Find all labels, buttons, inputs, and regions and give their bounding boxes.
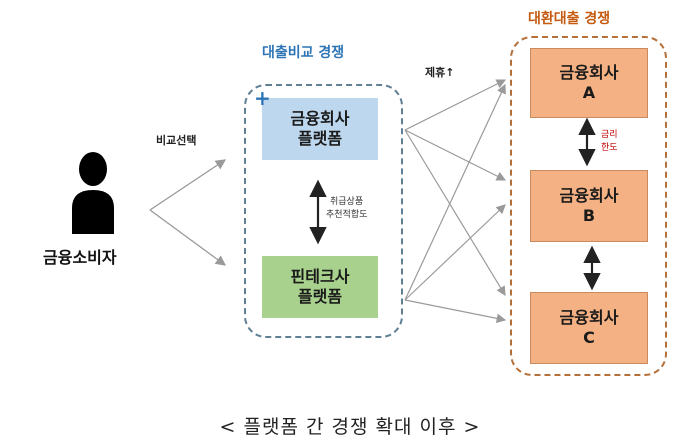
comparison-group-title: 대출비교 경쟁 (262, 45, 345, 61)
finance-platform-box: 금융회사 플랫폼 (262, 98, 378, 160)
company-a-line1: 금융회사 (559, 63, 619, 82)
arrow-consumer-to-fintech-platform (149, 209, 227, 266)
company-b-line1: 금융회사 (559, 186, 619, 205)
mid-arrow-note-line2: 추천적합도 (326, 210, 368, 220)
company-c-line2: C (583, 328, 595, 347)
finance-platform-line1: 금융회사 (290, 109, 350, 128)
person-icon (70, 150, 116, 234)
fintech-platform-line1: 핀테크사 (290, 267, 350, 286)
company-c-line1: 금융회사 (559, 308, 619, 327)
caption: < 플랫폼 간 경쟁 확대 이후 > (219, 416, 481, 438)
refinance-group-border (510, 36, 667, 376)
mid-arrow-note-line1: 취급상품 (330, 197, 364, 207)
compare-select-label: 비교선택 (156, 134, 197, 147)
platform-company-arrows (404, 79, 507, 324)
company-a-line2: A (582, 83, 596, 102)
fintech-platform-box: 핀테크사 플랫폼 (262, 256, 378, 318)
plus-icon: + (254, 86, 271, 110)
consumer-label: 금융소비자 (43, 248, 117, 267)
refinance-group-title: 대환대출 경쟁 (528, 11, 611, 27)
company-b-box: 금융회사 B (530, 170, 648, 242)
company-a-box: 금융회사 A (530, 48, 648, 118)
arrow-consumer-to-finance-platform (149, 159, 227, 211)
rate-note-line2: 한도 (601, 143, 618, 153)
rate-note-line1: 금리 (601, 130, 618, 140)
fintech-platform-line2: 플랫폼 (297, 287, 343, 306)
comparison-group-border (244, 84, 403, 338)
company-b-line2: B (582, 206, 596, 225)
partner-note: 제휴↑ (425, 66, 455, 79)
company-c-box: 금융회사 C (530, 292, 648, 364)
finance-platform-line2: 플랫폼 (297, 129, 343, 148)
